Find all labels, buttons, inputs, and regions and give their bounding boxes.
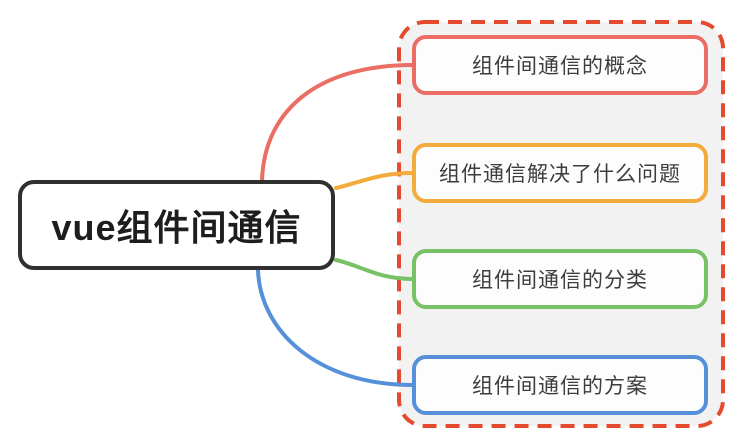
root-node[interactable]: vue组件间通信 bbox=[18, 180, 335, 270]
connector-concept bbox=[260, 63, 415, 183]
branch-node-label: 组件间通信的方案 bbox=[472, 375, 648, 398]
branch-node-label: 组件通信解决了什么问题 bbox=[439, 163, 681, 186]
branch-node-label: 组件间通信的分类 bbox=[472, 269, 648, 292]
branch-node-label: 组件间通信的概念 bbox=[472, 55, 648, 78]
branch-node-category[interactable]: 组件间通信的分类 bbox=[412, 249, 708, 309]
branch-node-problem[interactable]: 组件通信解决了什么问题 bbox=[412, 143, 708, 203]
connector-category bbox=[334, 258, 415, 281]
branch-node-concept[interactable]: 组件间通信的概念 bbox=[412, 35, 708, 95]
connector-problem bbox=[334, 171, 415, 190]
root-node-label: vue组件间通信 bbox=[51, 207, 302, 248]
connector-solution bbox=[256, 268, 415, 387]
branch-node-solution[interactable]: 组件间通信的方案 bbox=[412, 355, 708, 415]
group-boundary bbox=[397, 20, 725, 428]
